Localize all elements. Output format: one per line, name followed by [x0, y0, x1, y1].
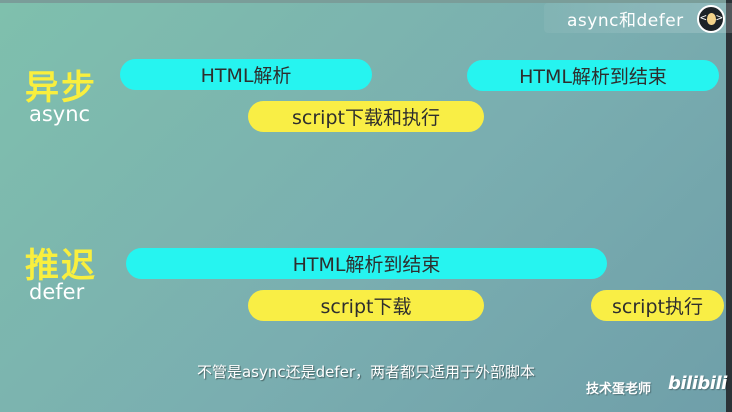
logo-right-bracket: > — [716, 11, 723, 24]
topic-badge-text: async和defer — [567, 11, 684, 31]
top-frame-line — [0, 0, 732, 3]
defer-html-parse-to-end-bar: HTML解析到结束 — [126, 248, 607, 279]
defer-label-cn: 推迟 — [25, 246, 97, 286]
right-frame-edge — [726, 0, 732, 412]
watermark-author: 技术蛋老师 — [586, 382, 652, 397]
egg-logo-icon: < > — [697, 5, 725, 33]
defer-label-en: defer — [29, 280, 85, 304]
defer-script-exec-bar: script执行 — [591, 290, 724, 321]
defer-script-download-bar: script下载 — [248, 290, 484, 321]
async-script-download-exec-bar: script下载和执行 — [248, 101, 484, 132]
egg-shape — [707, 13, 716, 25]
async-html-parse-bar: HTML解析 — [120, 59, 372, 90]
async-html-parse-to-end-bar: HTML解析到结束 — [467, 60, 719, 91]
logo-left-bracket: < — [700, 11, 707, 24]
bilibili-logo: bilibili — [668, 373, 727, 394]
async-label-en: async — [29, 102, 91, 126]
async-label-cn: 异步 — [25, 68, 97, 108]
video-subtitle: 不管是async还是defer，两者都只适用于外部脚本 — [196, 363, 536, 381]
